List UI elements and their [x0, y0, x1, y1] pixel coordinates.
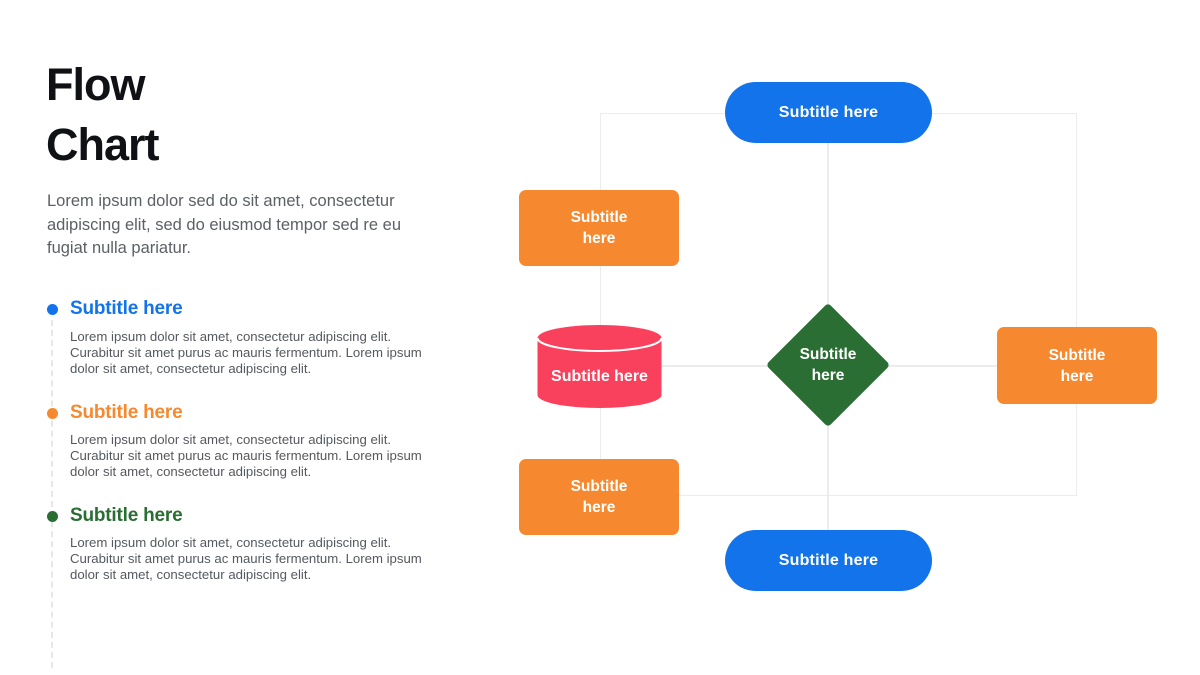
bullet-item-1-label: Subtitle here [70, 298, 183, 319]
flow-node-left-top-rect: Subtitle here [519, 190, 679, 266]
flow-node-right-rect: Subtitle here [997, 327, 1157, 404]
bullet-connector-dashed-line [51, 320, 53, 668]
bullet-item-2-label: Subtitle here [70, 402, 183, 423]
page-title-line-1: Flow [46, 59, 145, 110]
bullet-dot-icon [47, 407, 58, 419]
flow-node-bottom-pill: Subtitle here [725, 530, 932, 591]
intro-text: Lorem ipsum dolor sed do sit amet, conse… [47, 192, 402, 257]
bullet-item-1-heading: Subtitle here [47, 298, 183, 320]
bullet-item-2-body: Lorem ipsum dolor sit amet, consectetur … [70, 432, 422, 479]
flow-node-label: Subtitle here [570, 209, 628, 247]
flow-node-label: Subtitle here [778, 103, 879, 121]
cylinder-shape-icon [537, 325, 662, 408]
flow-node-top-pill: Subtitle here [725, 82, 932, 143]
page-title-line-2: Chart [46, 119, 160, 170]
bullet-item-3-body: Lorem ipsum dolor sit amet, consectetur … [70, 535, 422, 582]
bullet-dot-icon [47, 303, 58, 315]
flow-node-left-bottom-rect: Subtitle here [519, 459, 679, 535]
bullet-dot-icon [47, 510, 58, 522]
page-title: Flow Chart [46, 55, 160, 175]
bullet-item-3-label: Subtitle here [70, 505, 183, 526]
flow-node-label: Subtitle here [799, 346, 857, 384]
flow-node-label: Subtitle here [551, 368, 648, 385]
bullet-item-3-heading: Subtitle here [47, 505, 183, 527]
flow-node-label: Subtitle here [1048, 346, 1106, 385]
bullet-item-1-body: Lorem ipsum dolor sit amet, consectetur … [70, 329, 422, 376]
bullet-item-2-heading: Subtitle here [47, 402, 183, 424]
flow-node-database-cylinder: Subtitle here [537, 325, 662, 409]
flow-node-label: Subtitle here [570, 478, 628, 516]
flow-grid-outline [600, 113, 1077, 496]
flow-node-label: Subtitle here [778, 551, 879, 569]
